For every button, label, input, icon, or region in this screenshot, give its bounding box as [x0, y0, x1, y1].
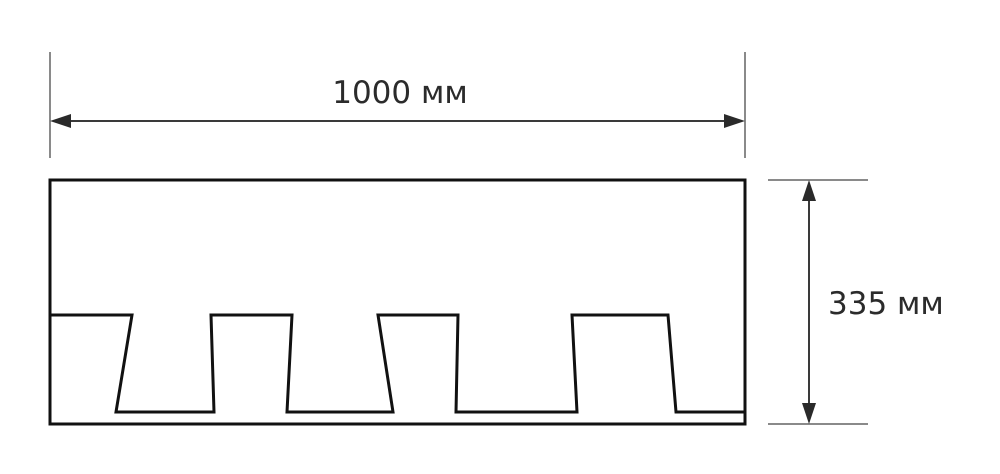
height-arrow-bottom-icon — [802, 403, 816, 424]
width-dimension: 1000 мм — [49, 52, 746, 158]
height-dimension: 335 мм — [768, 179, 944, 425]
shingle-tabs-cutline — [50, 313, 745, 414]
width-arrow-left-icon — [50, 114, 71, 128]
height-label: 335 мм — [828, 286, 944, 322]
width-arrow-right-icon — [724, 114, 745, 128]
width-label: 1000 мм — [332, 75, 468, 111]
height-arrow-top-icon — [802, 180, 816, 201]
shingle-outline — [48, 178, 747, 426]
shingle-sheet — [48, 178, 747, 426]
